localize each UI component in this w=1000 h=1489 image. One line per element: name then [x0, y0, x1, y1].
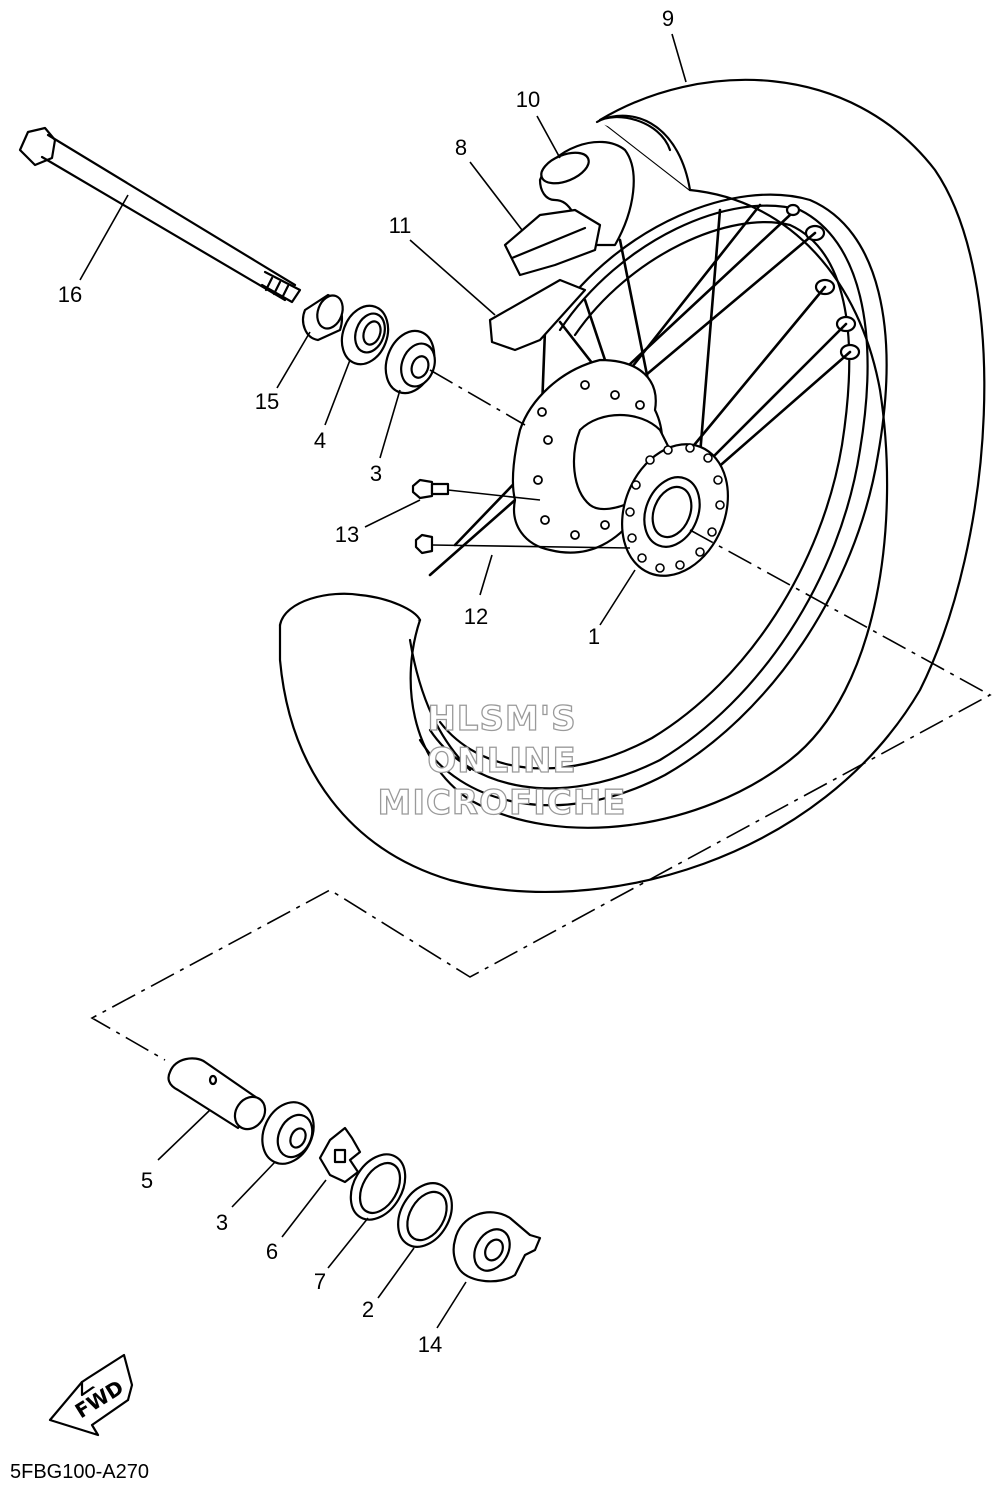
assembly-line-hub-right [90, 529, 992, 1061]
rim [408, 193, 888, 807]
leader-8 [469, 161, 523, 231]
callout-8: 8 [455, 135, 467, 160]
tire [278, 78, 986, 894]
rim-lock [488, 278, 587, 352]
part-code: 5FBG100-A270 [10, 1461, 149, 1483]
bearing-lower [261, 1101, 315, 1165]
leader-2 [377, 1247, 415, 1299]
callout-3-upper: 3 [370, 461, 382, 486]
leader-1 [599, 569, 636, 626]
oil-seal [340, 304, 390, 366]
leader-3a [379, 389, 401, 459]
leader-3b [231, 1161, 276, 1208]
oil-seal-lower [397, 1182, 453, 1248]
callout-16: 16 [58, 282, 82, 307]
callout-4: 4 [314, 428, 326, 453]
callout-13: 13 [335, 522, 359, 547]
circlip [349, 1153, 407, 1221]
fwd-arrow-icon [48, 1353, 134, 1437]
leader-13 [364, 499, 421, 528]
leader-5 [157, 1109, 211, 1161]
callout-15: 15 [255, 389, 279, 414]
leader-12 [479, 554, 493, 596]
leader-14 [436, 1281, 467, 1329]
leader-11 [409, 239, 496, 316]
callout-11: 11 [389, 213, 412, 238]
spacer [167, 1057, 267, 1131]
callout-10: 10 [516, 87, 540, 112]
inner-tube [538, 140, 635, 247]
leader-4 [324, 359, 351, 426]
leader-7 [327, 1217, 369, 1269]
rim-band [503, 208, 602, 277]
leader-6 [281, 1179, 327, 1238]
watermark-line-2: ONLINE [427, 741, 576, 781]
callout-12: 12 [464, 604, 488, 629]
disc-bolt [411, 478, 450, 500]
speedometer-gear-unit [452, 1211, 542, 1283]
callouts: 9 10 8 11 16 15 4 3 13 12 1 5 3 6 7 2 14 [58, 6, 674, 1357]
valve-nut [414, 533, 434, 555]
callout-5: 5 [141, 1168, 153, 1193]
axle [18, 126, 302, 304]
hub-holes [533, 380, 645, 540]
collar [301, 293, 344, 342]
callout-6: 6 [266, 1239, 278, 1264]
callout-7: 7 [314, 1269, 326, 1294]
leader-12b [431, 544, 631, 549]
leader-16 [79, 194, 129, 281]
meter-clutch [318, 1126, 362, 1184]
leader-9 [671, 33, 687, 83]
watermark: HLSM'S ONLINE MICROFICHE [377, 698, 626, 823]
assembly-line-axle [429, 369, 526, 426]
leader-10 [536, 115, 561, 159]
leader-15 [276, 331, 311, 389]
leader-13b [447, 489, 541, 501]
callout-14: 14 [418, 1332, 442, 1357]
watermark-line-1: HLSM'S [427, 699, 576, 739]
callout-2: 2 [362, 1297, 374, 1322]
callout-3-lower: 3 [216, 1210, 228, 1235]
watermark-line-3: MICROFICHE [377, 783, 626, 823]
hub-flange [621, 443, 729, 577]
flange-holes [625, 443, 725, 573]
callout-1: 1 [588, 624, 600, 649]
callout-9: 9 [662, 6, 674, 31]
